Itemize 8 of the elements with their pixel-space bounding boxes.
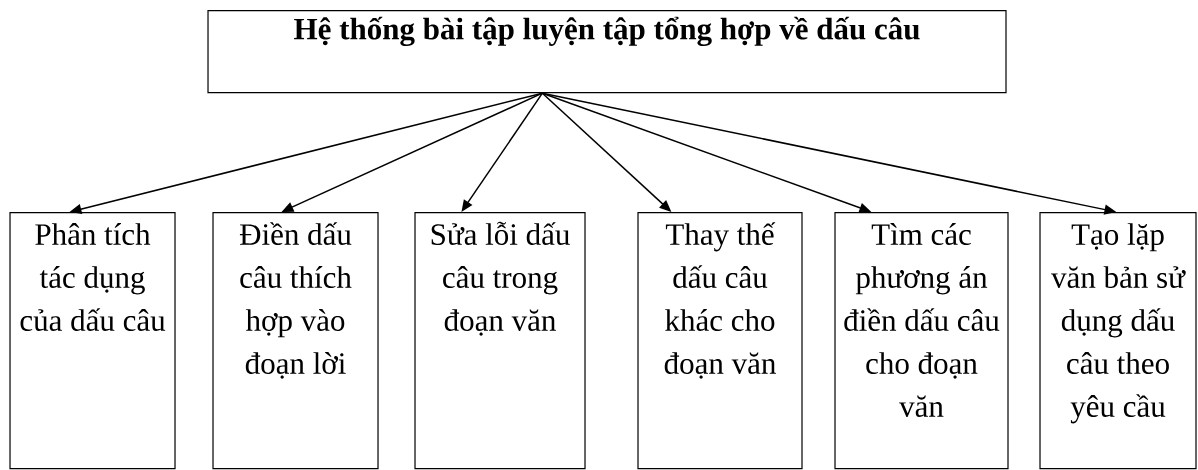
title-box: Hệ thống bài tập luyện tập tổng hợp về dấu câu bbox=[207, 10, 1007, 94]
process-box: Sửa lỗi dấu câu trong đoạn văn bbox=[414, 212, 586, 470]
process-box: Tìm các phương án điền dấu câu cho đoạn văn bbox=[834, 212, 1009, 470]
process-box: Tạo lặp văn bản sử dụng dấu câu theo yêu cầu bbox=[1039, 212, 1197, 470]
process-box: Thay thế dấu câu khác cho đoạn văn bbox=[637, 212, 803, 470]
process-box: Điền dấu câu thích hợp vào đoạn lời bbox=[212, 212, 379, 470]
arrow bbox=[461, 92, 544, 212]
process-box: Phân tích tác dụng của dấu câu bbox=[9, 212, 176, 470]
